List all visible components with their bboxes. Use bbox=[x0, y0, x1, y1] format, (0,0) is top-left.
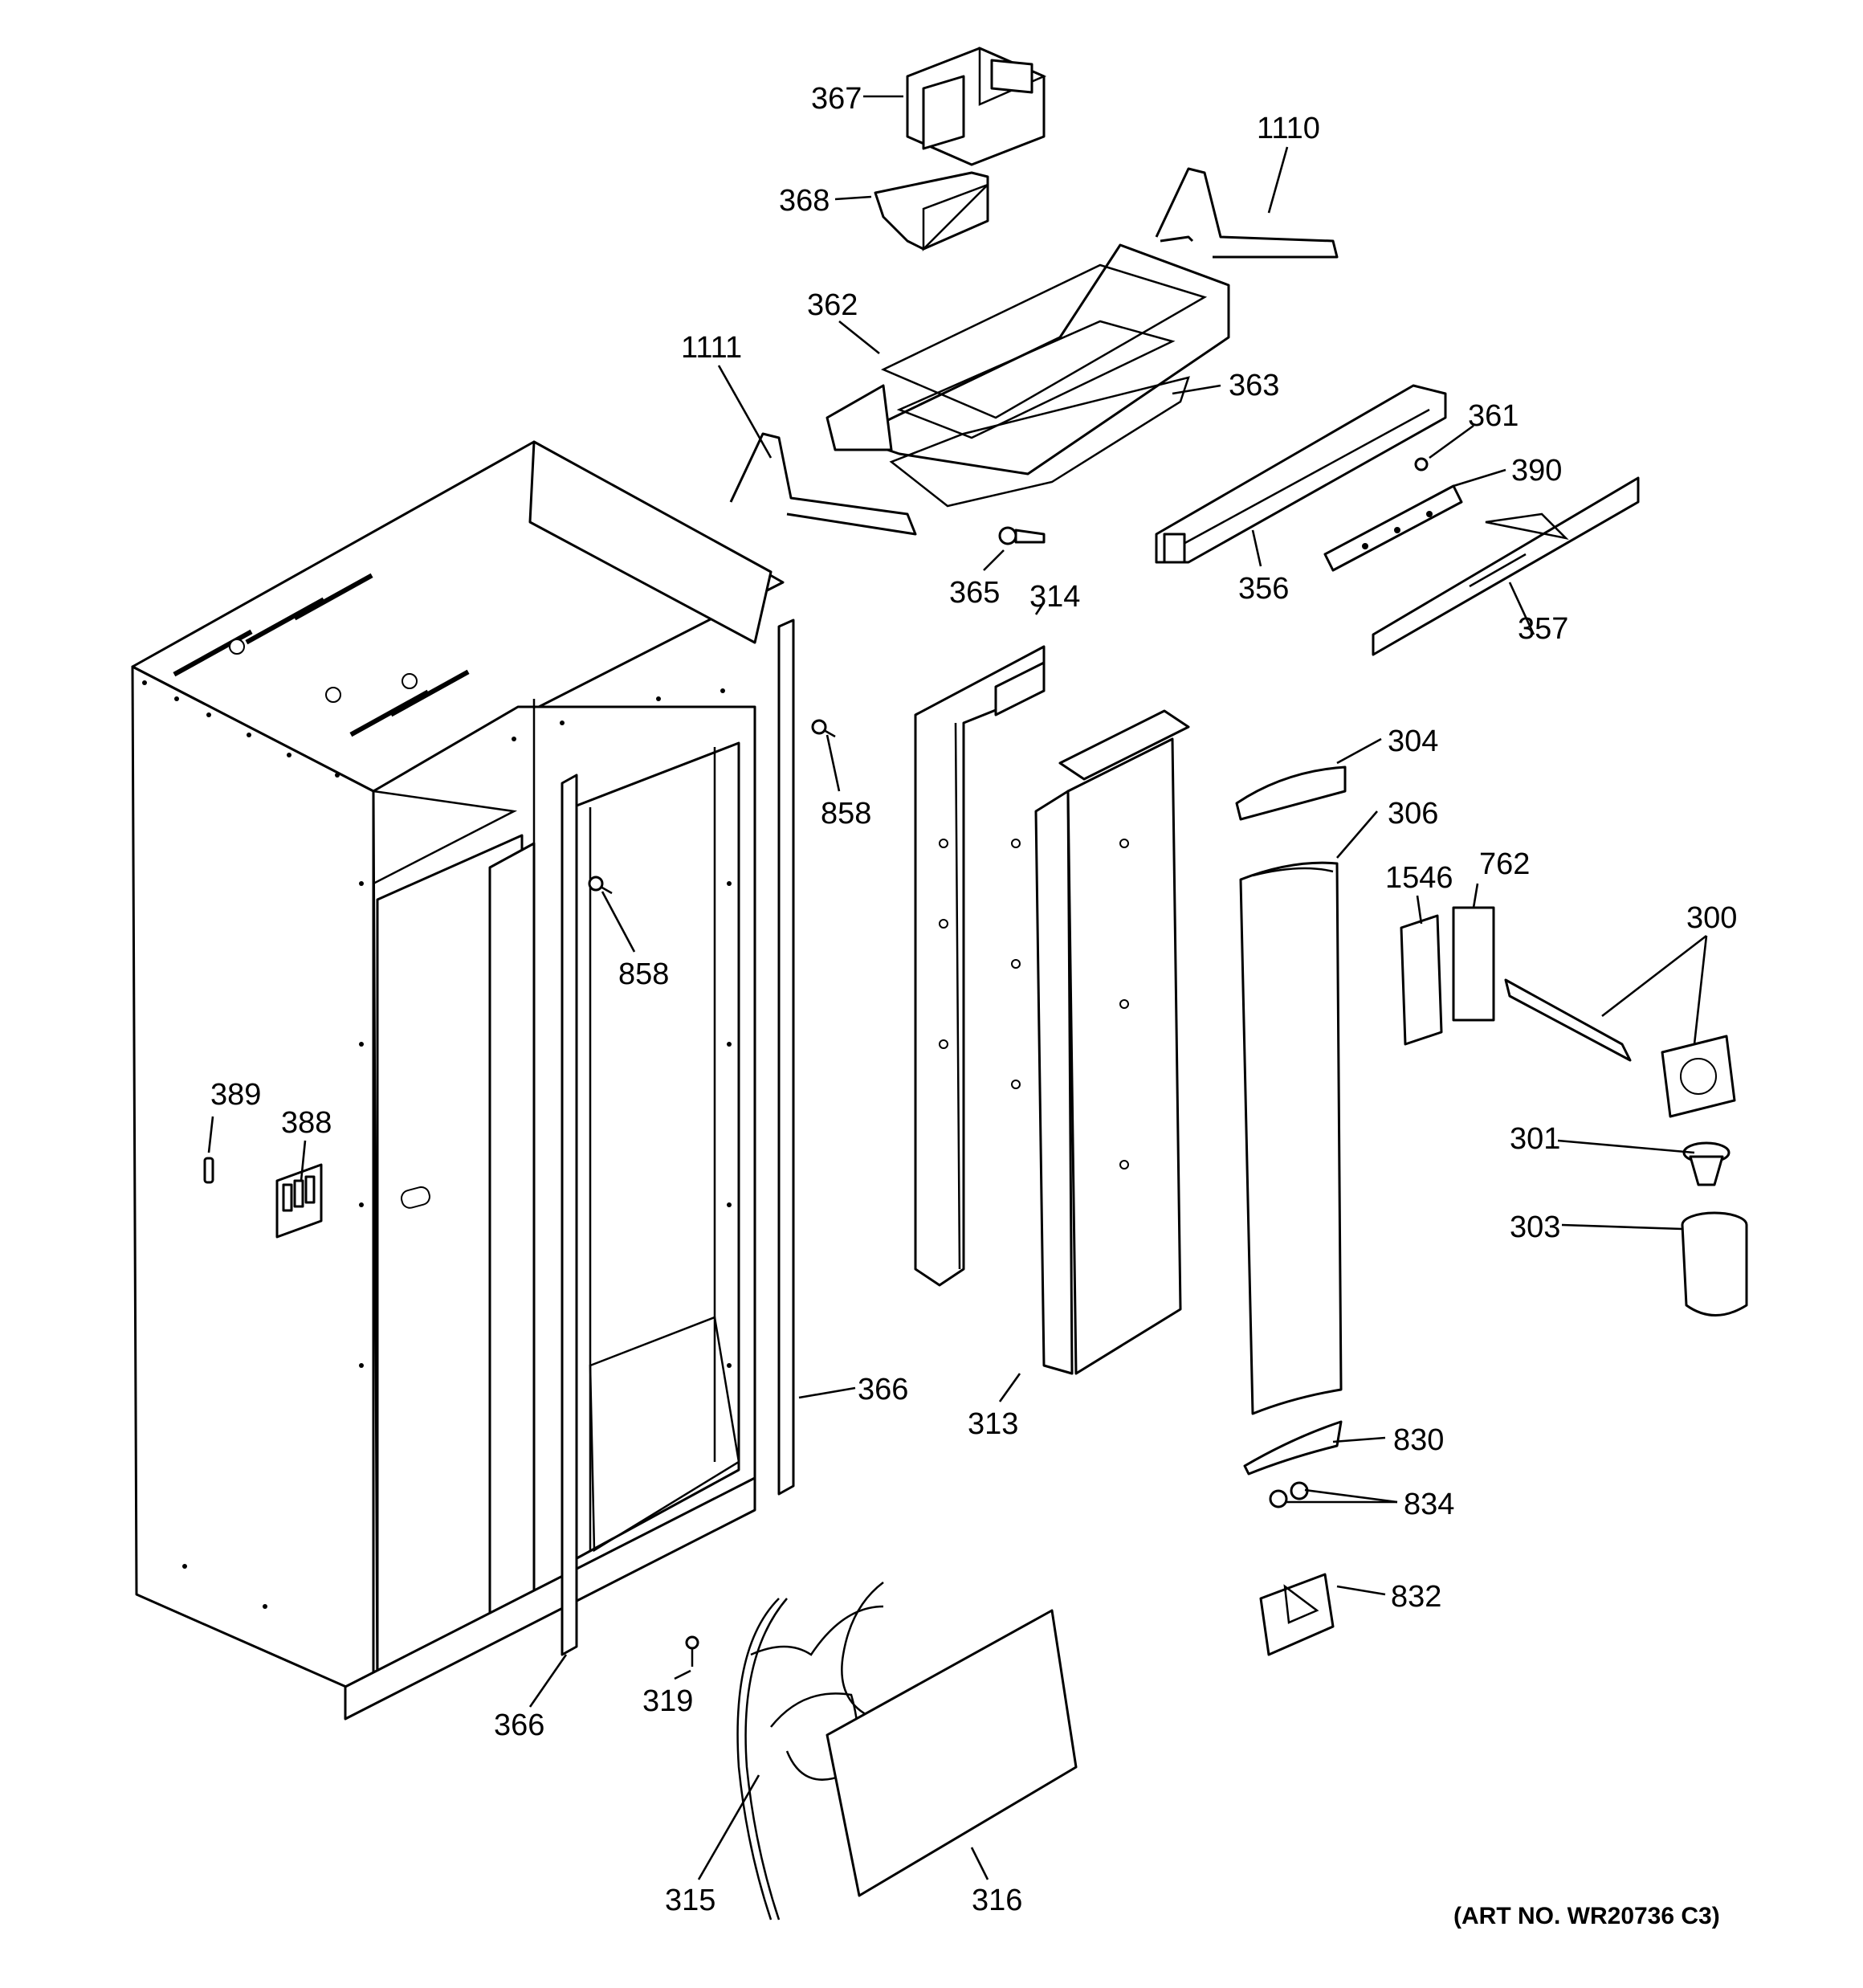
door-gasket-strip-left bbox=[561, 774, 578, 1656]
callout-388: 388 bbox=[281, 1106, 332, 1140]
part-762 bbox=[1452, 906, 1495, 1022]
callout-306: 306 bbox=[1388, 797, 1438, 831]
callout-1546: 1546 bbox=[1385, 861, 1453, 895]
control-board-390 bbox=[1323, 484, 1463, 572]
callout-314: 314 bbox=[1029, 580, 1080, 614]
callout-357: 357 bbox=[1518, 612, 1568, 646]
callout-762: 762 bbox=[1479, 847, 1530, 881]
door-gasket-strip-right bbox=[777, 618, 795, 1496]
control-housing-362 bbox=[826, 243, 1230, 476]
screw-319 bbox=[685, 1635, 699, 1667]
bracket-1111 bbox=[729, 432, 917, 536]
part-300 bbox=[1504, 978, 1736, 1118]
callout-830: 830 bbox=[1393, 1423, 1444, 1457]
callout-832: 832 bbox=[1391, 1580, 1441, 1614]
art-number-caption: (ART NO. WR20736 C3) bbox=[1453, 1903, 1720, 1929]
plate-316 bbox=[826, 1609, 1078, 1897]
part-832 bbox=[1259, 1573, 1335, 1656]
callout-1110: 1110 bbox=[1257, 112, 1320, 145]
gasket-363 bbox=[889, 376, 1190, 508]
callout-389: 389 bbox=[210, 1078, 261, 1112]
panel-314 bbox=[914, 645, 1046, 1287]
control-panel-357 bbox=[1372, 476, 1640, 656]
callout-858-upper: 858 bbox=[821, 797, 871, 831]
callout-367: 367 bbox=[811, 82, 862, 116]
callout-300: 300 bbox=[1686, 901, 1737, 935]
label-389 bbox=[203, 1157, 214, 1184]
bracket-1110 bbox=[1155, 167, 1339, 259]
callout-361: 361 bbox=[1468, 399, 1519, 433]
switch-plate-388 bbox=[275, 1163, 323, 1239]
callout-365: 365 bbox=[949, 576, 1000, 610]
part-301 bbox=[1682, 1141, 1731, 1186]
part-304 bbox=[1235, 765, 1347, 821]
screw-858-upper bbox=[811, 719, 836, 738]
part-367 bbox=[906, 47, 1047, 166]
callout-304: 304 bbox=[1388, 725, 1438, 758]
callout-390: 390 bbox=[1511, 454, 1562, 488]
callout-366-right: 366 bbox=[858, 1373, 908, 1406]
part-303 bbox=[1681, 1211, 1748, 1316]
callout-366-left: 366 bbox=[494, 1708, 544, 1742]
screw-361 bbox=[1414, 457, 1429, 471]
dispenser-cover-306 bbox=[1239, 861, 1343, 1415]
screw-858-lower bbox=[588, 876, 613, 895]
cabinet-case bbox=[131, 440, 785, 1721]
callout-368: 368 bbox=[779, 184, 830, 218]
callout-313: 313 bbox=[968, 1407, 1018, 1441]
leader-lines bbox=[207, 95, 1708, 1880]
callout-303: 303 bbox=[1510, 1210, 1560, 1244]
bracket-1546 bbox=[1400, 914, 1443, 1046]
callout-363: 363 bbox=[1229, 369, 1279, 402]
callout-356: 356 bbox=[1238, 572, 1289, 606]
tubing-315 bbox=[736, 1582, 884, 1921]
callout-1111: 1111 bbox=[681, 331, 742, 365]
callout-319: 319 bbox=[642, 1684, 693, 1718]
callout-834: 834 bbox=[1404, 1488, 1454, 1521]
part-365 bbox=[998, 526, 1046, 545]
callout-301: 301 bbox=[1510, 1122, 1560, 1156]
callout-316: 316 bbox=[972, 1884, 1022, 1917]
part-368 bbox=[874, 171, 989, 252]
callout-315: 315 bbox=[665, 1884, 715, 1917]
trim-356 bbox=[1155, 384, 1447, 564]
callout-858-lower: 858 bbox=[618, 957, 669, 991]
callout-362: 362 bbox=[807, 288, 858, 322]
part-830 bbox=[1243, 1420, 1343, 1476]
panel-313 bbox=[1034, 709, 1190, 1375]
part-834 bbox=[1269, 1481, 1309, 1508]
